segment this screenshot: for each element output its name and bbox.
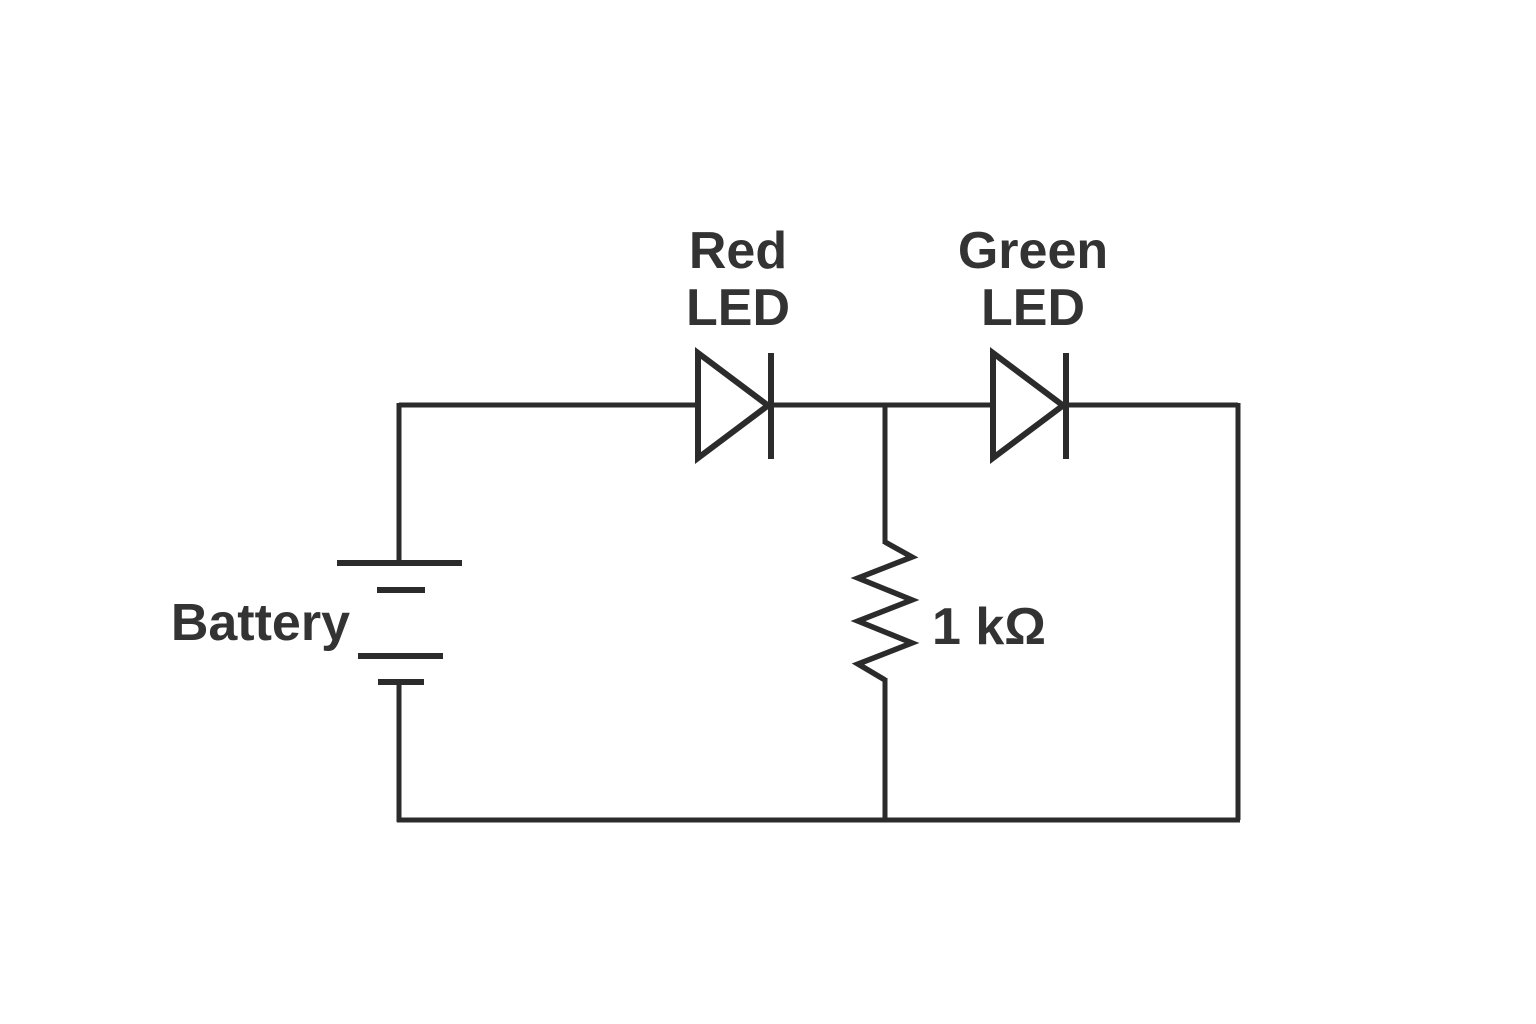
red-led-label-line2: LED [686, 279, 790, 337]
green-led-label-line2: LED [981, 279, 1085, 337]
red-led-triangle [695, 347, 773, 464]
green-led-diode-symbol [990, 347, 1069, 464]
green-led-label-line1: Green [958, 222, 1108, 280]
resistor-value-label: 1 kΩ [932, 598, 1046, 656]
red-led-diode-symbol [695, 347, 774, 464]
green-led-triangle [990, 347, 1068, 464]
resistor-zigzag-symbol [850, 539, 920, 683]
circuit-wires [396, 402, 1241, 823]
battery-label: Battery [171, 594, 350, 652]
battery-symbol [337, 560, 462, 685]
red-led-label-line1: Red [689, 222, 787, 280]
labels: Red LED Green LED Battery 1 kΩ [171, 222, 1108, 656]
